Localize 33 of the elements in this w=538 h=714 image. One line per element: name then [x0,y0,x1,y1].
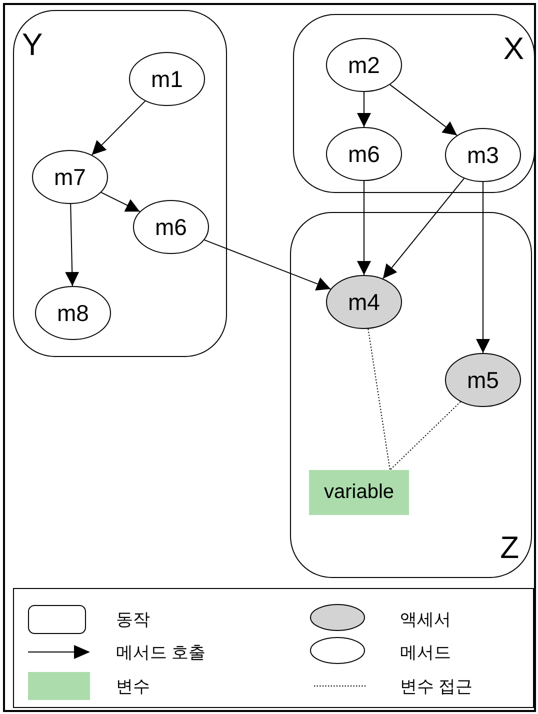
method-ellipse: m3 [445,128,521,182]
method-ellipse: m1 [129,52,205,106]
arrow [100,192,140,212]
arrow [357,180,371,276]
group-box [13,10,227,357]
arrow [91,100,146,156]
method-ellipse: m2 [326,38,402,92]
group-label: Z [500,532,519,563]
group-label: X [503,33,524,64]
method-ellipse: m6 [133,200,209,254]
variable-box: variable [309,470,409,515]
legend-label: 액세서 [400,610,451,630]
group-box [293,14,535,193]
arrow [204,239,332,290]
method-ellipse: m8 [35,286,111,340]
dotted-line [390,401,461,470]
method-ellipse: m6 [326,127,402,181]
arrow [476,182,490,354]
arrow [382,178,465,280]
method-ellipse: m7 [32,150,108,204]
legend-label: 동작 [116,610,150,630]
group-box [290,212,532,578]
arrow [65,204,80,286]
arrow [390,84,458,136]
legend-label: 변수 [116,677,150,697]
legend-label: 메서드 [400,643,451,663]
arrow [357,92,371,128]
accessor-ellipse: m4 [326,275,402,329]
group-label: Y [22,29,43,60]
dotted-line [368,328,390,470]
legend-label: 변수 접근 [400,677,473,697]
legend-label: 메서드 호출 [116,643,206,663]
accessor-ellipse: m5 [445,353,521,407]
